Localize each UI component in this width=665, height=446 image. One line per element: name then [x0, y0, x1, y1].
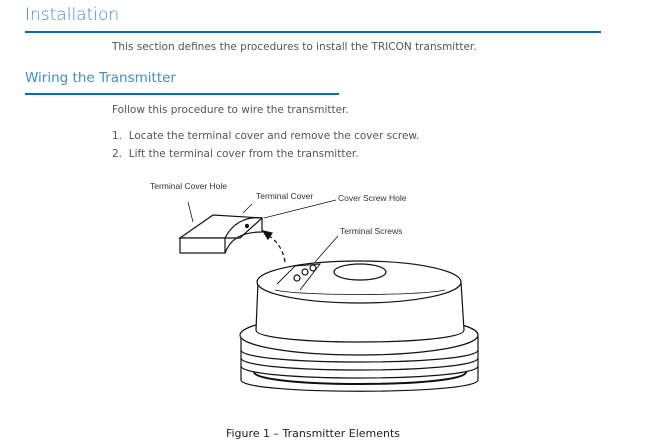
step-number: 1. [112, 130, 123, 142]
terminal-cover [178, 214, 264, 254]
lift-arrow [267, 234, 286, 263]
label-terminal-cover-hole: Terminal Cover Hole [150, 181, 227, 191]
label-terminal-cover: Terminal Cover [256, 191, 313, 201]
step-text: Locate the terminal cover and remove the… [128, 130, 420, 142]
section-heading: Installation [25, 5, 120, 25]
transmitter-body [239, 260, 479, 392]
step-2: 2. Lift the terminal cover from the tran… [112, 148, 359, 160]
subsection-heading: Wiring the Transmitter [25, 70, 176, 86]
subsection-rule [25, 93, 339, 95]
leader-lines [187, 199, 339, 263]
step-1: 1. Locate the terminal cover and remove … [112, 130, 419, 142]
section-intro: This section defines the procedures to i… [112, 41, 477, 53]
step-number: 2. [112, 148, 123, 160]
label-terminal-screws: Terminal Screws [340, 226, 402, 236]
step-text: Lift the terminal cover from the transmi… [128, 148, 359, 160]
arrow-head-icon [261, 230, 273, 241]
subsection-intro: Follow this procedure to wire the transm… [112, 104, 349, 116]
label-cover-screw-hole: Cover Screw Hole [338, 193, 407, 203]
figure-caption: Figure 1 – Transmitter Elements [225, 427, 401, 440]
heading-rule [25, 31, 601, 33]
